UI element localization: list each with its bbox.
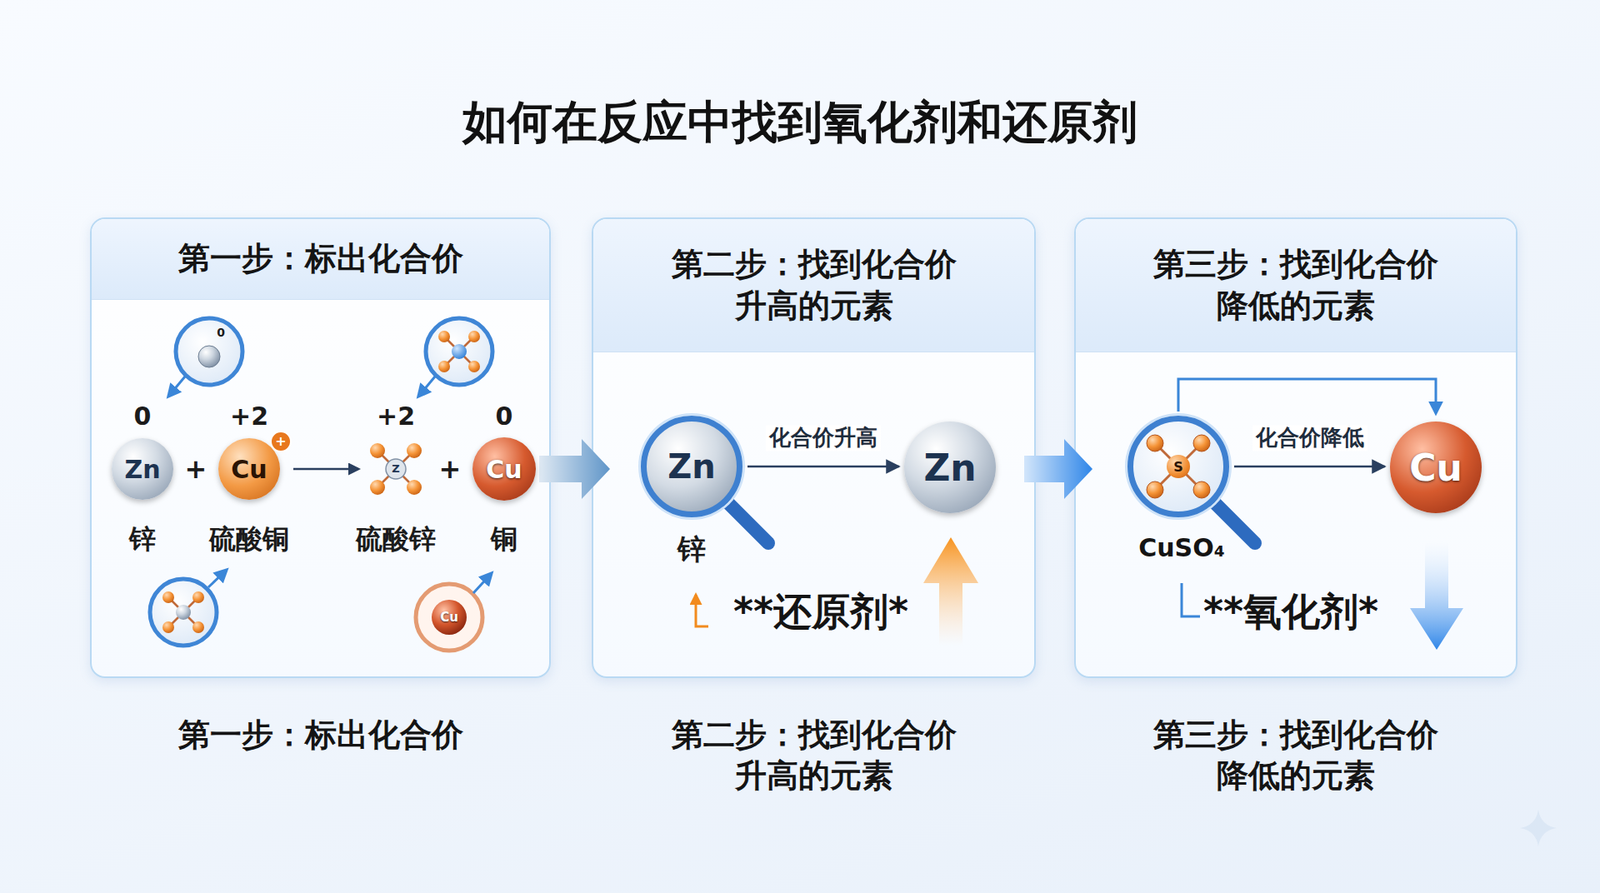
step-caption: 第二步：找到化合价升高的元素 [662, 715, 966, 798]
magnifier-lens: Zn [640, 415, 743, 518]
reaction-arrow [293, 468, 359, 471]
step-heading: 第二步：找到化合价升高的元素 [593, 219, 1035, 353]
role-label: **还原剂* [733, 589, 909, 635]
oxidation-number: +2 [230, 401, 269, 432]
icon-top-right [418, 318, 493, 397]
substance-name: 硫酸锌 [355, 523, 436, 555]
magnifier-lens: S [1127, 415, 1230, 518]
substance-name: 锌 [677, 532, 706, 567]
step-caption: 第一步：标出化合价 [169, 715, 473, 756]
drop-mark [1181, 583, 1200, 617]
edge-label: 化合价降低 [1252, 425, 1368, 451]
plus-sign: + [439, 453, 462, 485]
charge-badge: + [270, 430, 292, 453]
step-heading: 第三步：找到化合价降低的元素 [1075, 219, 1516, 353]
role-label: **氧化剂* [1203, 589, 1379, 635]
magnifier-handle [727, 502, 769, 544]
plus-sign: + [185, 453, 208, 485]
oxidation-number: 0 [134, 401, 152, 432]
element-symbol: Zn [124, 455, 160, 485]
change-arrow [1234, 465, 1385, 469]
icon-bottom-left [150, 570, 227, 646]
copper-atom: Cu [1390, 421, 1482, 514]
zinc-atom: Zn [904, 421, 996, 514]
title: 如何在反应中找到氧化剂和还原剂 [462, 95, 1138, 150]
sparkle [1520, 810, 1557, 847]
icon-top-left [168, 318, 243, 397]
substance-name: 锌 [129, 523, 156, 555]
zinc-sulfate-icon [370, 443, 422, 495]
step-arrow [1024, 439, 1093, 500]
rise-mark [695, 595, 709, 627]
atom-label: Cu [440, 610, 459, 625]
element-symbol: Cu [1409, 446, 1463, 490]
oxidation-number: 0 [216, 325, 225, 340]
step-heading: 第一步：标出化合价 [91, 219, 550, 300]
element-symbol: Zn [667, 447, 715, 486]
substance-name: 硫酸铜 [209, 523, 290, 555]
sulfate-lens-icon [1131, 420, 1225, 514]
oxidation-number: 0 [495, 401, 514, 432]
element-symbol: Zn [923, 446, 976, 490]
oxidation-number: +2 [376, 401, 415, 432]
copper-ion: Cu [218, 438, 280, 500]
element-symbol: Cu [485, 455, 522, 485]
up-arrow [923, 537, 979, 646]
zinc-atom: Zn [111, 438, 174, 500]
element-symbol: S [1166, 455, 1190, 479]
copper-atom: Cu [472, 437, 536, 501]
icon-bottom-right [415, 573, 492, 651]
formula: CuSO₄ [1138, 533, 1225, 564]
down-arrow [1410, 541, 1464, 650]
element-symbol: Cu [230, 455, 267, 485]
step-caption: 第三步：找到化合价降低的元素 [1144, 715, 1448, 798]
substance-name: 铜 [490, 523, 518, 555]
atom-label: Z [391, 462, 400, 476]
step-arrow [539, 439, 610, 500]
edge-label: 化合价升高 [765, 425, 881, 451]
bracket-line [1178, 379, 1436, 414]
change-arrow [747, 465, 900, 469]
